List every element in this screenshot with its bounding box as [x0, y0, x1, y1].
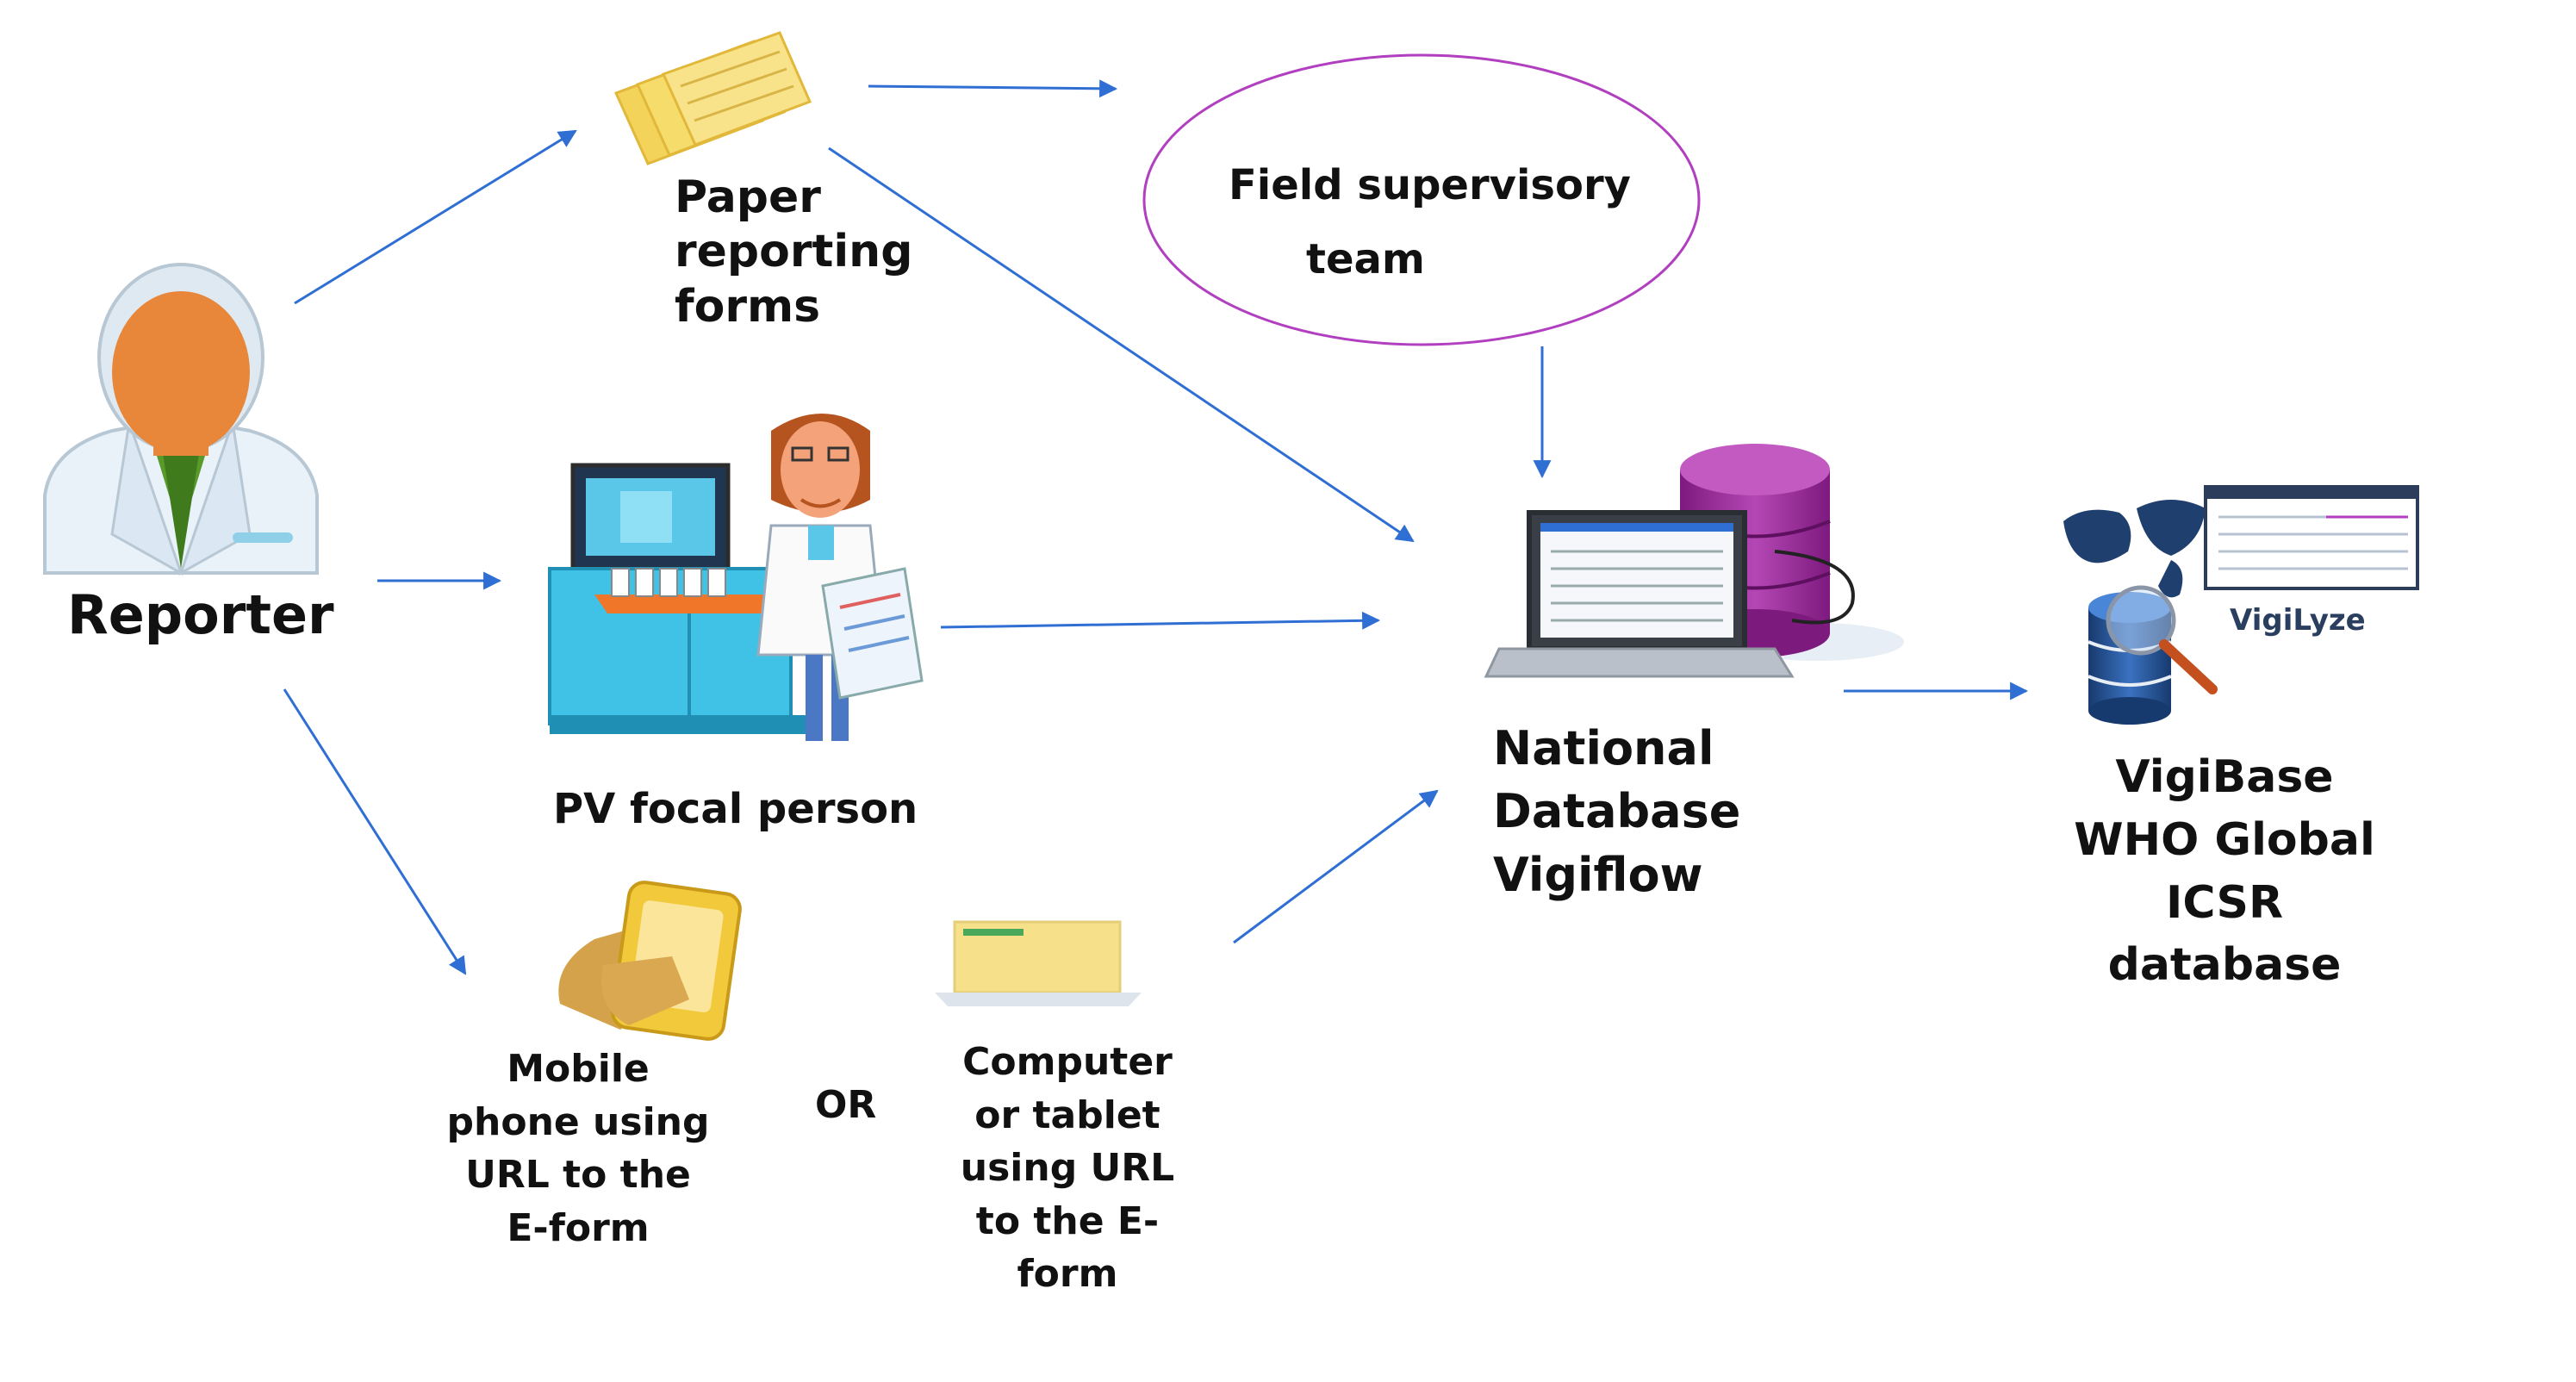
- arrow-computer-to-national-db: [1233, 789, 1439, 944]
- computer-line-2: or tablet: [974, 1093, 1160, 1137]
- national-line-2: Database: [1493, 784, 1741, 839]
- computer-tablet-icon: [935, 920, 1142, 1006]
- vigibase-line-1: VigiBase: [2115, 751, 2334, 803]
- computer-line-5: form: [1017, 1252, 1118, 1297]
- mobile-phone-icon: [558, 881, 742, 1041]
- pv-focal-person-label: PV focal person: [553, 785, 918, 833]
- mobile-line-2: phone using: [446, 1099, 710, 1144]
- paper-forms-label: Paper reporting forms: [675, 171, 912, 334]
- arrow-reporter-to-paper: [294, 129, 577, 305]
- vigibase-line-4: database: [2107, 939, 2342, 992]
- computer-line-1: Computer: [962, 1040, 1173, 1084]
- paper-forms-line-3: forms: [675, 280, 821, 333]
- pv-focal-person-icon: [548, 414, 924, 741]
- flow-arrows: [283, 79, 2029, 975]
- arrow-paper-to-national-db: [828, 146, 1415, 543]
- vigibase-icon: [2063, 485, 2419, 725]
- computer-line-3: using URL: [960, 1146, 1175, 1191]
- paper-forms-icon: [613, 31, 812, 165]
- mobile-line-3: URL to the: [465, 1153, 691, 1198]
- mobile-phone-label: Mobile phone using URL to the E-form: [446, 1043, 710, 1254]
- or-label: OR: [815, 1083, 877, 1127]
- national-line-1: National: [1493, 721, 1714, 775]
- computer-line-4: to the E-: [975, 1198, 1160, 1243]
- reporter-icon: [43, 263, 319, 576]
- vigibase-line-3: ICSR: [2166, 876, 2283, 929]
- vigilyze-label: VigiLyze: [2230, 603, 2366, 638]
- national-line-3: Vigiflow: [1493, 847, 1703, 902]
- paper-forms-line-1: Paper: [675, 171, 821, 223]
- paper-forms-line-2: reporting: [675, 226, 913, 278]
- mobile-line-4: E-form: [507, 1205, 650, 1250]
- vigibase-line-2: WHO Global: [2074, 813, 2375, 866]
- arrow-pv-to-national-db: [940, 611, 1381, 630]
- field-supervisory-team-label: Field supervisory team: [1229, 148, 1631, 297]
- mobile-line-1: Mobile: [507, 1047, 650, 1091]
- field-team-line-1: Field supervisory: [1229, 161, 1631, 209]
- national-database-icon: [1484, 444, 1904, 678]
- field-supervisory-ellipse: [1142, 53, 1701, 346]
- arrow-paper-to-field-team: [868, 79, 1118, 98]
- vigibase-label: VigiBase WHO Global ICSR database: [2052, 746, 2397, 997]
- field-team-line-2: team: [1306, 235, 1425, 284]
- national-database-label: National Database Vigiflow: [1493, 717, 1740, 906]
- arrow-reporter-to-mobile: [283, 688, 467, 975]
- computer-tablet-label: Computer or tablet using URL to the E- f…: [944, 1036, 1191, 1301]
- reporter-label: Reporter: [67, 583, 334, 646]
